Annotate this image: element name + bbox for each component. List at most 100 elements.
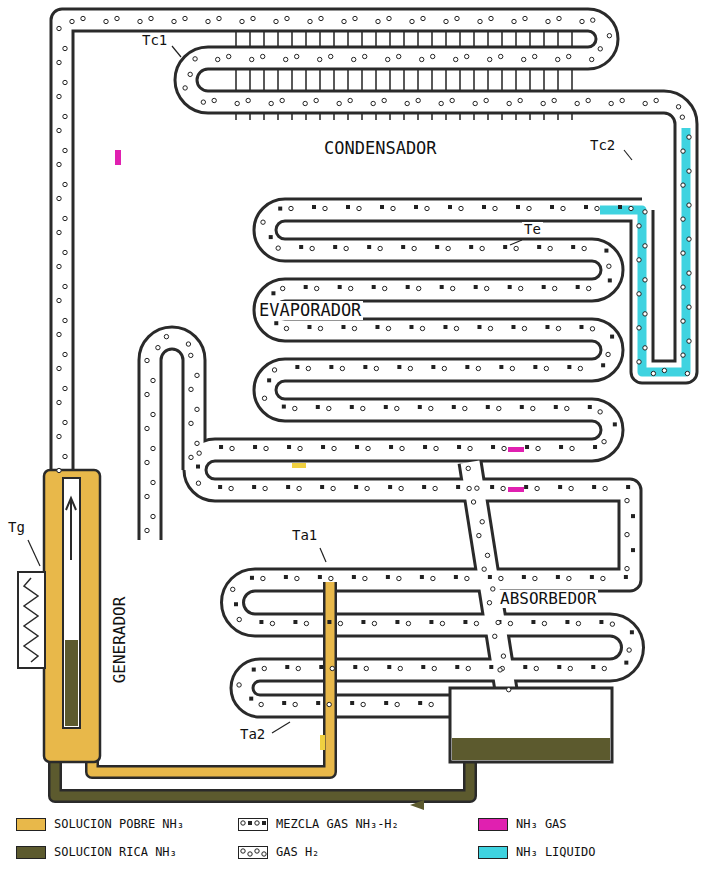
- hydrogen-bubble: [314, 98, 318, 102]
- hydrogen-bubble: [687, 271, 691, 275]
- ammonia-bubble: [440, 285, 444, 289]
- ammonia-bubble: [490, 485, 494, 489]
- hydrogen-bubble: [625, 532, 629, 536]
- hydrogen-bubble: [57, 366, 61, 370]
- hydrogen-bubble: [337, 101, 341, 105]
- hydrogen-bubble: [274, 19, 278, 23]
- hydrogen-bubble: [687, 203, 691, 207]
- hydrogen-bubble: [263, 486, 267, 490]
- hydrogen-bubble: [323, 206, 327, 210]
- hydrogen-bubble: [556, 326, 560, 330]
- hydrogen-bubble: [534, 666, 538, 670]
- rich-solution: [65, 640, 78, 726]
- hydrogen-bubble: [602, 666, 606, 670]
- hydrogen-bubble: [471, 500, 475, 504]
- hydrogen-bubble: [188, 72, 192, 76]
- hydrogen-bubble: [362, 54, 366, 58]
- hydrogen-bubble: [195, 407, 199, 411]
- hydrogen-bubble: [434, 446, 438, 450]
- hydrogen-bubble: [57, 298, 61, 302]
- hydrogen-bubble: [63, 182, 67, 186]
- ammonia-bubble: [593, 445, 597, 449]
- temperature-point: Ta2: [238, 727, 267, 742]
- hydrogen-bubble: [217, 16, 221, 20]
- ammonia-bubble: [443, 325, 447, 329]
- ammonia-bubble: [488, 575, 492, 579]
- hydrogen-bubble: [433, 486, 437, 490]
- hydrogen-bubble: [372, 621, 376, 625]
- hydrogen-bubble: [327, 406, 331, 410]
- leader-line: [624, 150, 632, 160]
- hydrogen-bubble: [317, 57, 321, 61]
- hydrogen-bubble: [151, 480, 155, 484]
- ammonia-bubble: [452, 405, 456, 409]
- hydrogen-bubble: [491, 587, 495, 591]
- ammonia-bubble: [516, 205, 520, 209]
- ammonia-bubble: [499, 365, 503, 369]
- hydrogen-bubble: [63, 318, 67, 322]
- hydrogen-bubble: [421, 16, 425, 20]
- hydrogen-bubble: [331, 486, 335, 490]
- hydrogen-bubble: [595, 206, 599, 210]
- hydrogen-bubble: [431, 576, 435, 580]
- hydrogen-bubble: [514, 246, 518, 250]
- ammonia-bubble: [418, 405, 422, 409]
- ammonia-bubble: [604, 249, 608, 253]
- hydrogen-bubble: [416, 98, 420, 102]
- hydrogen-bubble: [654, 98, 658, 102]
- hydrogen-bubble: [507, 687, 511, 691]
- hydrogen-bubble: [497, 406, 501, 410]
- hydrogen-bubble: [348, 286, 352, 290]
- ammonia-bubble: [389, 445, 393, 449]
- hydrogen-bubble: [575, 101, 579, 105]
- ammonia-bubble: [363, 365, 367, 369]
- hydrogen-bubble: [151, 514, 155, 518]
- ammonia-bubble: [429, 620, 433, 624]
- ammonia-bubble: [333, 245, 337, 249]
- ammonia-bubble: [388, 485, 392, 489]
- hydrogen-bubble: [269, 101, 273, 105]
- hydrogen-bubble: [569, 486, 573, 490]
- ammonia-bubble: [608, 278, 612, 282]
- ammonia-bubble: [550, 205, 554, 209]
- leader-line: [320, 548, 326, 562]
- legend-pattern: [241, 821, 245, 825]
- hydrogen-bubble: [489, 16, 493, 20]
- ammonia-bubble: [329, 365, 333, 369]
- ammonia-bubble: [491, 445, 495, 449]
- hydrogen-bubble: [310, 246, 314, 250]
- hydrogen-bubble: [332, 446, 336, 450]
- ammonia-bubble: [545, 325, 549, 329]
- hydrogen-bubble: [189, 455, 193, 459]
- ammonia-bubble: [554, 405, 558, 409]
- hydrogen-bubble: [63, 352, 67, 356]
- hydrogen-bubble: [172, 19, 176, 23]
- hydrogen-bubble: [361, 406, 365, 410]
- ammonia-bubble: [533, 365, 537, 369]
- hydrogen-bubble: [552, 286, 556, 290]
- weak-solution: [92, 582, 330, 772]
- ammonia-bubble: [567, 365, 571, 369]
- hydrogen-bubble: [285, 16, 289, 20]
- hydrogen-bubble: [582, 246, 586, 250]
- hydrogen-bubble: [676, 105, 680, 109]
- ammonia-bubble: [372, 285, 376, 289]
- ammonia-bubble: [249, 697, 253, 701]
- hydrogen-bubble: [189, 421, 193, 425]
- hydrogen-bubble: [643, 101, 647, 105]
- ammonia-bubble: [271, 291, 275, 295]
- hydrogen-bubble: [396, 54, 400, 58]
- hydrogen-bubble: [568, 666, 572, 670]
- flow-marker: [508, 487, 524, 492]
- hydrogen-bubble: [546, 19, 550, 23]
- ammonia-bubble: [463, 620, 467, 624]
- ammonia-bubble: [355, 445, 359, 449]
- legend-pattern: [255, 821, 259, 825]
- ammonia-bubble: [422, 485, 426, 489]
- hydrogen-bubble: [151, 446, 155, 450]
- ammonia-bubble: [284, 575, 288, 579]
- hydrogen-bubble: [565, 406, 569, 410]
- hydrogen-bubble: [296, 666, 300, 670]
- ammonia-bubble: [327, 620, 331, 624]
